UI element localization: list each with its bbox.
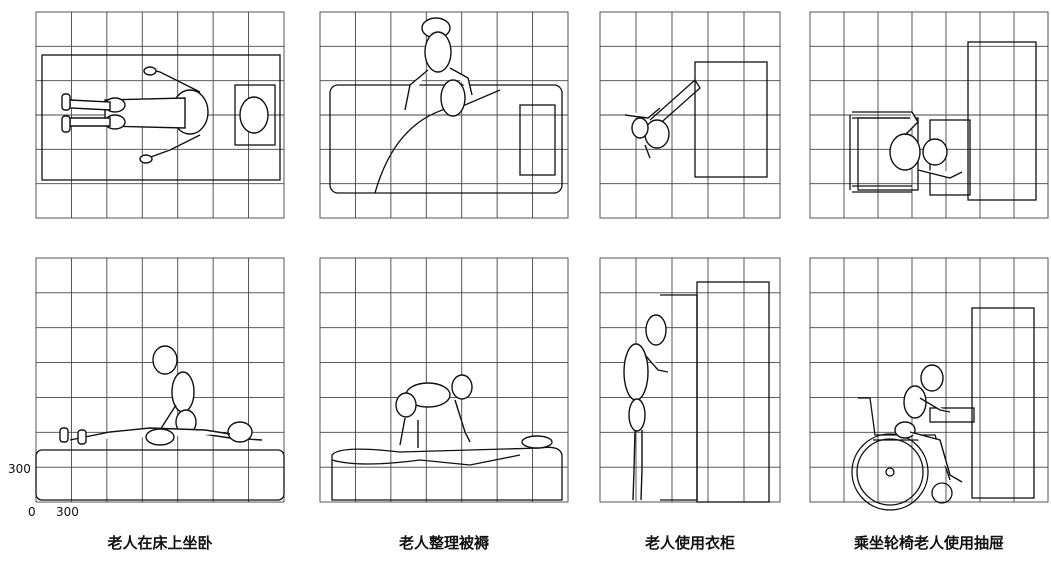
caption-bed-sitting-lying: 老人在床上坐卧 (107, 534, 213, 552)
chest-body (971, 307, 1035, 499)
seated-wheelchair-figure (894, 364, 963, 483)
panel-bed-elevation (35, 345, 285, 501)
bed-outline (41, 54, 281, 181)
lying-figure (59, 421, 253, 446)
caption-wheelchair-drawer: 乘坐轮椅老人使用抽屉 (853, 534, 1004, 552)
wheelchair-plan (849, 111, 963, 193)
wardrobe-door (649, 79, 701, 129)
standing-figure (623, 314, 669, 501)
bedding-fold (374, 89, 501, 194)
pillow (521, 435, 553, 449)
grid-panel (319, 11, 569, 219)
panel-wardrobe-elevation (623, 281, 770, 503)
scale-300-horizontal: 300 (56, 505, 79, 519)
wardrobe-outline (694, 61, 768, 178)
grid-panel (809, 11, 1049, 219)
grid-panel (599, 257, 781, 503)
panel-bedding-plan (329, 17, 563, 194)
lying-figure-plan (61, 66, 269, 164)
panel-bed-plan (41, 54, 281, 181)
pillow-outline (519, 104, 556, 176)
grid-panel (809, 257, 1049, 503)
standing-figure-plan (404, 17, 473, 117)
mattress-line (331, 454, 521, 466)
grid-panel (319, 257, 569, 503)
bending-figure (395, 374, 473, 448)
panel-wheelchair-elevation (851, 307, 1035, 511)
panel-bedding-elevation (331, 374, 563, 501)
figure-wardrobe-plan (624, 107, 670, 159)
panel-wheelchair-plan (849, 41, 1037, 201)
scale-300-vertical: 300 (8, 462, 31, 476)
pillow-outline (234, 84, 276, 146)
caption-making-bed: 老人整理被褥 (398, 534, 489, 552)
open-drawer (929, 407, 975, 423)
bed-elevation (35, 449, 285, 501)
scale-origin: 0 (28, 505, 36, 519)
caption-using-wardrobe: 老人使用衣柜 (644, 534, 735, 552)
grid-panel (35, 257, 285, 503)
chest-outline (967, 41, 1037, 201)
bed-elevation (331, 446, 563, 501)
panel-wardrobe-plan (624, 61, 768, 178)
wardrobe-door (660, 294, 698, 501)
